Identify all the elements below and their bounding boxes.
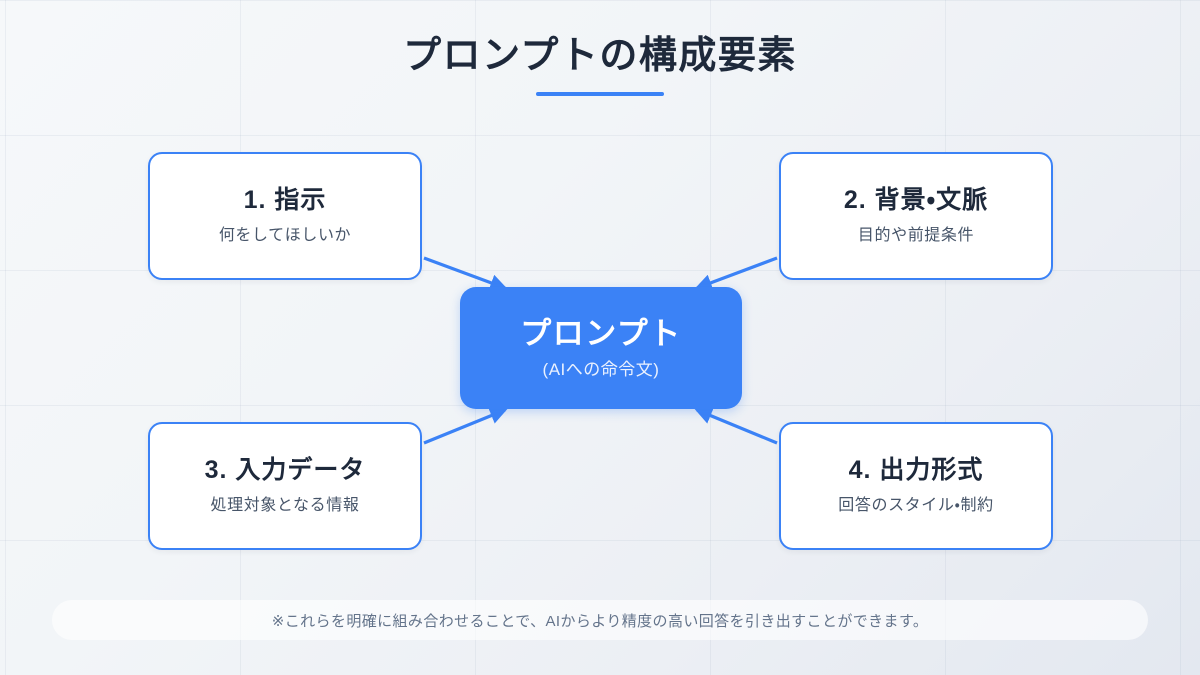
- node-instruction[interactable]: 1. 指示 何をしてほしいか: [148, 152, 422, 280]
- center-node-prompt[interactable]: プロンプト (AIへの命令文): [460, 287, 742, 409]
- connector-context-to-center: [694, 256, 778, 291]
- node-context-subtitle: 目的や前提条件: [857, 227, 975, 245]
- node-instruction-subtitle: 何をしてほしいか: [218, 227, 352, 245]
- center-node-subtitle: (AIへの命令文): [542, 360, 660, 380]
- node-output-format[interactable]: 4. 出力形式 回答のスタイル・制約: [779, 422, 1053, 550]
- node-output-format-title: 4. 出力形式: [848, 455, 984, 484]
- center-node-title: プロンプト: [520, 316, 682, 352]
- node-input-data-subtitle: 処理対象となる情報: [210, 497, 360, 515]
- footer-note-text: ※これらを明確に組み合わせることで、AIからより精度の高い回答を引き出すことがで…: [271, 612, 929, 630]
- node-instruction-title: 1. 指示: [243, 185, 327, 214]
- title-underline-accent: [536, 91, 664, 96]
- node-context-title: 2. 背景・文脈: [843, 185, 989, 214]
- node-context[interactable]: 2. 背景・文脈 目的や前提条件: [779, 152, 1053, 280]
- title-block: プロンプトの構成要素: [0, 34, 1200, 96]
- page-title: プロンプトの構成要素: [403, 35, 797, 77]
- node-input-data[interactable]: 3. 入力データ 処理対象となる情報: [148, 422, 422, 550]
- node-input-data-title: 3. 入力データ: [204, 455, 366, 484]
- connector-instruction-to-center: [423, 256, 508, 292]
- connector-input-data-to-center: [423, 407, 508, 445]
- node-output-format-subtitle: 回答のスタイル・制約: [838, 497, 994, 515]
- footer-note-pill: ※これらを明確に組み合わせることで、AIからより精度の高い回答を引き出すことがで…: [52, 600, 1148, 640]
- connector-output-format-to-center: [694, 407, 778, 445]
